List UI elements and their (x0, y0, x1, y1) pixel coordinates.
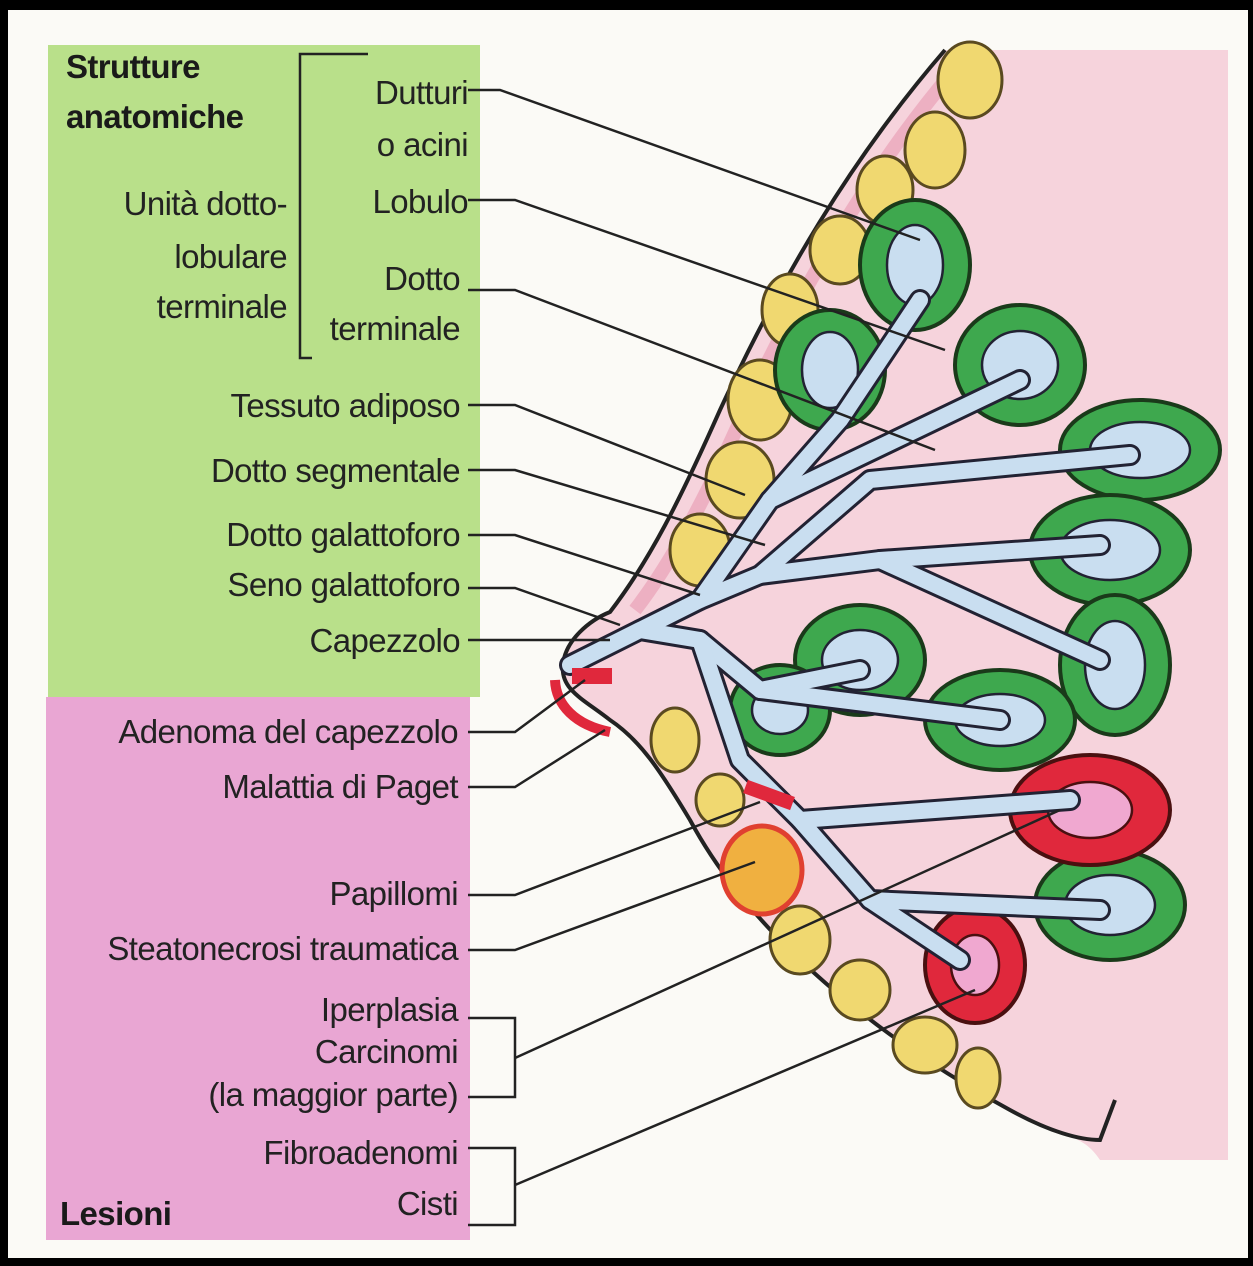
lactiferous-sinus-label: Seno galattoforo (227, 568, 460, 602)
ductules-label-line2: o acini (377, 128, 468, 162)
terminal-duct-label-line1: Dotto (384, 262, 460, 296)
nipple-adenoma-label: Adenoma del capezzolo (118, 715, 458, 749)
terminal-duct-label-line2: terminale (330, 312, 460, 346)
tdlu-label-line2: lobulare (174, 240, 287, 274)
segmental-duct-label: Dotto segmentale (211, 454, 460, 488)
carcinomas-label: Carcinomi (315, 1035, 458, 1069)
lactiferous-duct-label: Dotto galattoforo (226, 518, 460, 552)
lesions-heading: Lesioni (60, 1197, 171, 1231)
tdlu-label-line1: Unità dotto- (124, 187, 287, 221)
nipple-adenoma-lesion (572, 668, 612, 684)
anatomy-heading-line1: Strutture (66, 50, 200, 84)
fibroadenomas-label: Fibroadenomi (263, 1136, 458, 1170)
tdlu-label-line3: terminale (157, 290, 287, 324)
most-label: (la maggior parte) (208, 1078, 458, 1112)
hyperplasia-label: Iperplasia (321, 993, 458, 1027)
nipple-label: Capezzolo (309, 624, 460, 658)
anatomy-heading-line2: anatomiche (66, 100, 243, 134)
papillomas-label: Papillomi (330, 877, 459, 911)
lobule-label: Lobulo (373, 185, 469, 219)
cysts-label: Cisti (397, 1187, 458, 1221)
adipose-label: Tessuto adiposo (231, 389, 461, 423)
fat-necrosis-label: Steatonecrosi traumatica (107, 932, 458, 966)
ductules-label-line1: Dutturi (375, 76, 468, 110)
paget-label: Malattia di Paget (222, 770, 458, 804)
